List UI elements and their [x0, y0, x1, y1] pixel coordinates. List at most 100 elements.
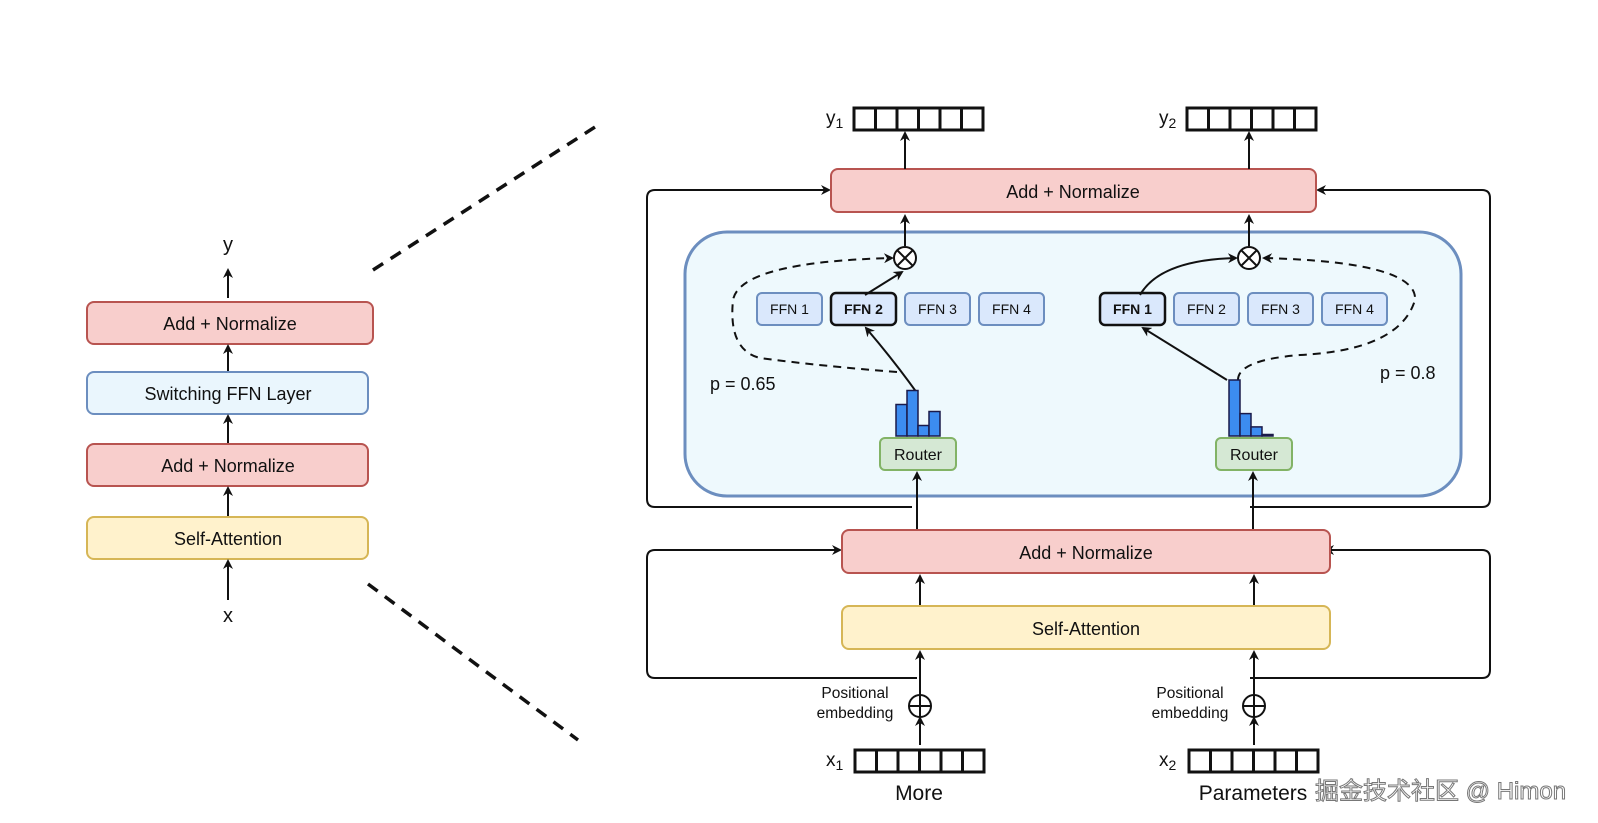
self-attention [841, 605, 1331, 650]
vector-cell [1273, 748, 1298, 774]
vector-cell [1250, 106, 1275, 132]
router-1-label: Router [894, 447, 943, 464]
router-distribution-1 [895, 389, 941, 437]
vector-cell [1271, 106, 1296, 132]
distribution-bar [906, 389, 919, 437]
expert-label: FFN 4 [992, 301, 1031, 317]
expert-label: FFN 3 [918, 301, 957, 317]
vector-cell [852, 106, 877, 132]
vector-cell [895, 106, 920, 132]
router-to-ffn-arrow [1141, 326, 1228, 381]
probability-dashed-path [1237, 253, 1417, 381]
probability-dashed-path [731, 253, 898, 373]
expert-row-2: FFN 1 FFN 2 FFN 3 FFN 4 [1098, 291, 1388, 327]
vector-cell [853, 748, 878, 774]
expert-label: FFN 2 [844, 301, 883, 317]
ffn-to-multiply-arrow [1139, 253, 1238, 296]
output-label-1: y1 [826, 108, 844, 131]
expert-label: FFN 2 [1187, 301, 1226, 317]
add-icon [1242, 694, 1266, 718]
output-vectors [852, 106, 1318, 132]
top-add-normalize [830, 168, 1317, 213]
zoom-guide-top [372, 125, 596, 272]
positional-label-2a: Positional [1156, 685, 1223, 702]
expert-label: FFN 1 [770, 301, 809, 317]
input-vectors [853, 748, 1320, 774]
distribution-bar [895, 403, 908, 437]
vector-cell [1295, 748, 1320, 774]
expert-box-2 [829, 291, 898, 327]
expert-box-1 [1098, 291, 1167, 327]
input-label-2: x2 [1159, 750, 1177, 773]
input-vector-1 [853, 748, 986, 774]
left-add-normalize-top-label: Add + Normalize [163, 314, 297, 334]
input-label-1: x1 [826, 750, 844, 773]
router-to-ffn-arrow [864, 326, 918, 394]
expert-label: FFN 4 [1335, 301, 1374, 317]
positional-label-1a: Positional [821, 685, 888, 702]
router-2-label: Router [1230, 447, 1279, 464]
probability-label-1: p = 0.65 [710, 374, 776, 394]
multiply-icon [1237, 246, 1261, 270]
expert-box-3 [1247, 292, 1314, 326]
router-distribution-2 [1228, 379, 1274, 437]
residual-path-bottom-right [1250, 549, 1491, 679]
expert-row-1: FFN 1 FFN 2 FFN 3 FFN 4 [756, 291, 1045, 327]
watermark: 掘金技术社区 @ Himon [1315, 778, 1566, 805]
ffn-to-multiply-arrow [864, 270, 904, 296]
residual-path-top-left [646, 189, 912, 508]
left-self-attention-label: Self-Attention [174, 529, 282, 549]
vector-cell [1228, 106, 1253, 132]
expert-box-2 [1173, 292, 1240, 326]
left-input-label: x [223, 605, 233, 627]
mid-add-normalize [841, 529, 1331, 574]
distribution-bar [1250, 426, 1263, 437]
expert-label: FFN 1 [1113, 301, 1152, 317]
left-output-label: y [223, 234, 233, 256]
output-label-2: y2 [1159, 108, 1177, 131]
vector-cell [938, 106, 963, 132]
input-word-2: Parameters [1199, 782, 1308, 805]
vector-cell [1207, 106, 1232, 132]
vector-cell [1293, 106, 1318, 132]
vector-cell [874, 106, 899, 132]
router-1 [879, 437, 957, 471]
distribution-bar [1228, 379, 1241, 437]
vector-cell [960, 106, 985, 132]
vector-cell [918, 748, 943, 774]
distribution-bar [1261, 433, 1274, 437]
add-icon [908, 694, 932, 718]
positional-label-2b: embedding [1152, 705, 1229, 722]
vector-cell [917, 106, 942, 132]
probability-label-2: p = 0.8 [1380, 363, 1436, 383]
vector-cell [1230, 748, 1255, 774]
residual-path-top-right [1250, 189, 1491, 508]
vector-cell [875, 748, 900, 774]
vector-cell [939, 748, 964, 774]
left-switching-ffn-label: Switching FFN Layer [144, 384, 311, 404]
distribution-bar [1239, 412, 1252, 437]
residual-path-bottom-left [646, 549, 917, 679]
output-vector-2 [1185, 106, 1318, 132]
input-vector-2 [1187, 748, 1320, 774]
zoom-guide-bottom [366, 582, 580, 742]
vector-cell [1209, 748, 1234, 774]
vector-cell [961, 748, 986, 774]
router-2 [1215, 437, 1293, 471]
vector-cell [1187, 748, 1212, 774]
mid-add-normalize-label: Add + Normalize [1019, 543, 1153, 563]
expert-label: FFN 3 [1261, 301, 1300, 317]
expert-box-1 [756, 292, 823, 326]
top-add-normalize-label: Add + Normalize [1006, 182, 1140, 202]
switching-ffn-container [683, 230, 1463, 498]
left-add-normalize-bottom-label: Add + Normalize [161, 456, 295, 476]
multiply-icon [893, 246, 917, 270]
expert-box-4 [1321, 292, 1388, 326]
vector-cell [1252, 748, 1277, 774]
self-attention-label: Self-Attention [1032, 619, 1140, 639]
vector-cell [1185, 106, 1210, 132]
distribution-bar [917, 424, 930, 437]
left-stack: y Add + Normalize Switching FFN Layer Ad… [86, 234, 374, 627]
